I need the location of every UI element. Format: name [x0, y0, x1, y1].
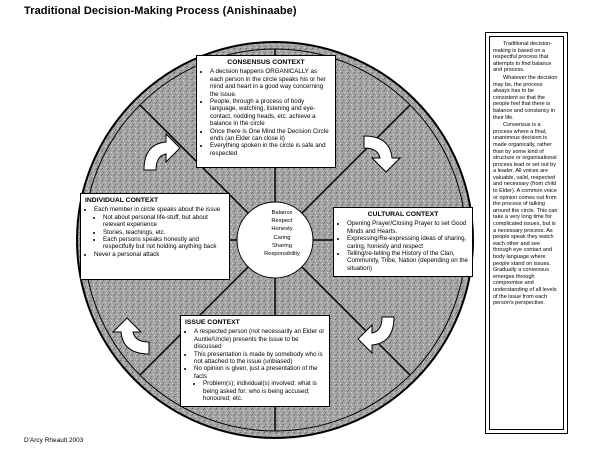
issue-heading: ISSUE CONTEXT	[185, 319, 240, 326]
arrow-top-left-icon	[143, 132, 181, 171]
center-values: Balance Respect Honesty Caring Sharing R…	[247, 209, 317, 258]
arrow-bottom-left-icon	[111, 317, 150, 355]
individual-item-text: Each member in circle speaks about the i…	[94, 206, 221, 214]
consensus-item: People, through a process of body langua…	[210, 98, 331, 128]
issue-sublist: Problem(s); individual(s) involved; what…	[194, 380, 325, 402]
author-credit: D'Arcy Rheault 2003	[24, 437, 84, 444]
arrow-top-right-icon	[363, 135, 402, 173]
value-balance: Balance	[271, 210, 293, 216]
individual-context-box: INDIVIDUAL CONTEXT Each member in circle…	[80, 193, 230, 280]
explanation-frame: Traditional decision-making is based on …	[489, 36, 564, 430]
cultural-item: Opening Prayer/Closing Prayer to set Goo…	[347, 220, 468, 235]
issue-subitem: Problem(s); individual(s) involved; what…	[203, 380, 325, 402]
issue-context-box: ISSUE CONTEXT A respected person (not ne…	[180, 315, 330, 407]
issue-list: A respected person (not necessarily an E…	[185, 328, 325, 402]
consensus-list: A decision happens ORGANICALLY as each p…	[201, 68, 331, 157]
issue-item-text: No opinion is given, just a presentation…	[194, 365, 318, 380]
individual-subitem: Stories, teachings, etc.	[103, 229, 225, 236]
sidebar-paragraph: Whatever the decision may be, the proces…	[493, 74, 558, 121]
sidebar-paragraph: Traditional decision-making is based on …	[493, 41, 553, 74]
consensus-item: A decision happens ORGANICALLY as each p…	[210, 68, 331, 98]
cultural-heading: CULTURAL CONTEXT	[367, 211, 439, 218]
individual-subitem: Each persons speaks honestly and respect…	[103, 236, 225, 251]
individual-item: Each member in circle speaks about the i…	[94, 206, 225, 250]
value-honesty: Honesty	[271, 226, 293, 233]
value-sharing: Sharing	[272, 242, 292, 249]
consensus-item: Once there is One Mind the Decision Circ…	[210, 128, 331, 143]
value-responsibility: Responsibility	[264, 251, 300, 258]
sidebar-paragraph: Consensus is a process where a final, un…	[493, 122, 558, 307]
issue-item: No opinion is given, just a presentation…	[194, 365, 325, 402]
individual-heading: INDIVIDUAL CONTEXT	[85, 197, 159, 204]
cultural-item: Telling/re-telling the History of the Cl…	[347, 250, 468, 272]
individual-sublist: Not about personal life-stuff, but about…	[94, 214, 225, 251]
cultural-list: Opening Prayer/Closing Prayer to set Goo…	[338, 220, 468, 272]
value-respect: Respect	[271, 218, 293, 225]
center-circle	[236, 201, 314, 279]
issue-item: A respected person (not necessarily an E…	[194, 328, 325, 350]
individual-list: Each member in circle speaks about the i…	[85, 206, 225, 258]
consensus-item: Everything spoken in the circle is safe …	[210, 142, 331, 157]
individual-subitem: Not about personal life-stuff, but about…	[103, 214, 225, 229]
diagram-title: Traditional Decision-Making Process (Ani…	[24, 5, 297, 17]
explanation-sidebar: Traditional decision-making is based on …	[485, 32, 568, 434]
issue-item: This presentation is made by somebody wh…	[194, 351, 325, 366]
cultural-context-box: CULTURAL CONTEXT Opening Prayer/Closing …	[333, 207, 473, 277]
arrow-bottom-right-icon	[357, 316, 395, 355]
cultural-item: Expressing/Re-expressing ideas of sharin…	[347, 235, 468, 250]
value-caring: Caring	[273, 234, 291, 241]
consensus-heading: CONSENSUS CONTEXT	[227, 59, 305, 66]
individual-item: Never a personal attack	[94, 251, 225, 258]
consensus-context-box: CONSENSUS CONTEXT A decision happens ORG…	[196, 55, 336, 168]
